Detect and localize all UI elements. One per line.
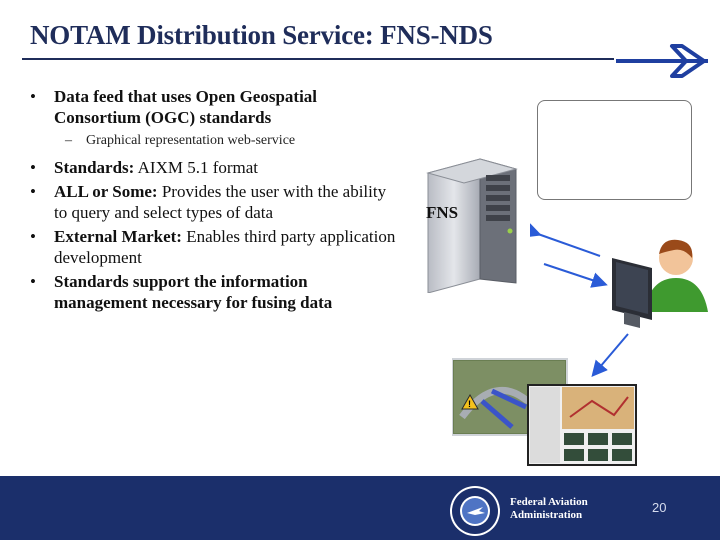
jet-icon	[616, 44, 708, 78]
slide-title: NOTAM Distribution Service: FNS-NDS	[30, 20, 493, 50]
map-screenshot-icon: !	[452, 358, 637, 466]
bullet-heading: ALL or Some:	[54, 182, 158, 201]
title-underline	[22, 58, 614, 60]
bullet-text: Enables third party application developm…	[54, 227, 396, 267]
fns-server-icon	[426, 158, 518, 293]
sub-bullet-text: Graphical representation web-service	[86, 133, 296, 148]
fns-server-label: FNS	[426, 203, 459, 222]
sub-bullet-item: Graphical representation web-service	[22, 131, 397, 150]
bullet-heading: External Market:	[54, 227, 182, 246]
faa-name: Federal Aviation Administration	[510, 496, 588, 522]
faa-seal-icon	[450, 486, 500, 536]
svg-text:!: !	[468, 399, 471, 409]
bullet-list: Data feed that uses Open Geospatial Cons…	[22, 86, 397, 316]
bullet-text: Data feed that uses Open Geospatial Cons…	[54, 87, 318, 127]
empty-callout-box	[537, 100, 692, 200]
bullet-text: AIXM 5.1 format	[134, 158, 259, 177]
bullet-item: Data feed that uses Open Geospatial Cons…	[22, 86, 397, 128]
bullet-text: Standards support the information manage…	[54, 272, 333, 312]
bullet-item: Standards support the information manage…	[22, 271, 397, 313]
warning-icon	[461, 393, 479, 410]
bullet-text: Provides the user with the ability to qu…	[54, 182, 387, 222]
footer-bar	[0, 476, 720, 540]
bullet-heading: Standards:	[54, 158, 135, 177]
page-number: 20	[652, 500, 667, 515]
faa-name-line1: Federal Aviation	[510, 496, 588, 508]
user-workstation-icon	[612, 239, 708, 328]
faa-name-line2: Administration	[510, 509, 583, 521]
bullet-item: External Market: Enables third party app…	[22, 226, 397, 268]
bullet-item: ALL or Some: Provides the user with the …	[22, 181, 397, 223]
data-flow-arrows	[530, 222, 629, 378]
bullet-item: Standards: AIXM 5.1 format	[22, 157, 397, 178]
